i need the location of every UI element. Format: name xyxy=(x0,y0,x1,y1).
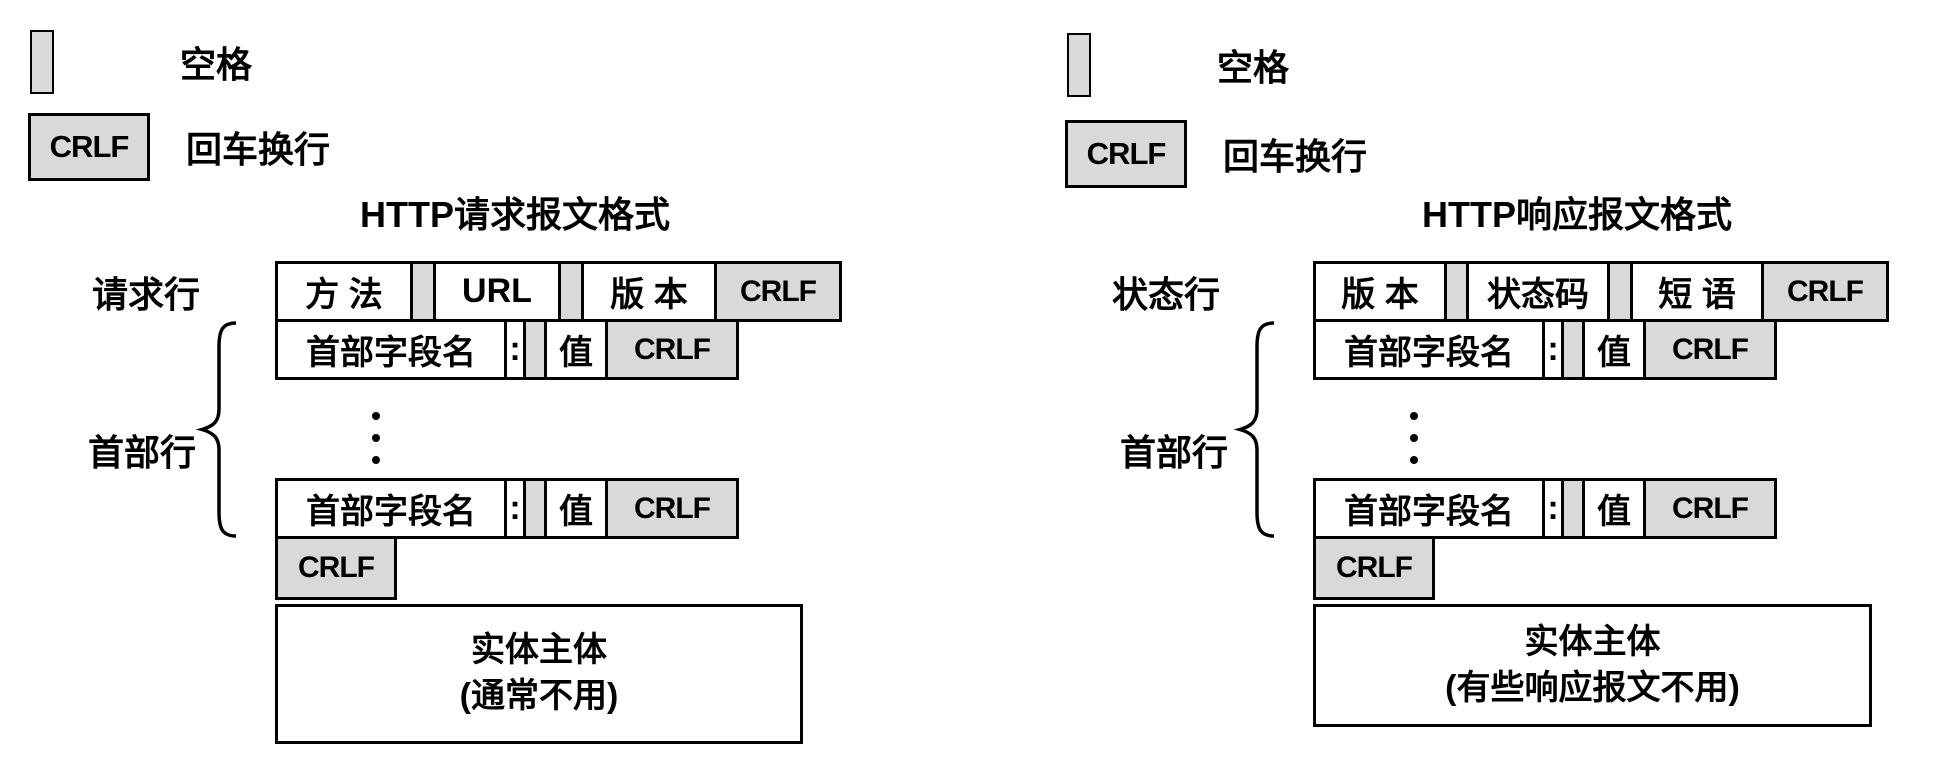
legend-crlf-swatch: CRLF xyxy=(1065,120,1187,188)
cell-header-field-name: 首部字段名 xyxy=(275,319,507,380)
entity-body-line1: 实体主体 xyxy=(471,631,607,670)
cell-url: URL xyxy=(433,261,561,322)
cell-crlf: CRLF xyxy=(1643,319,1777,380)
header-line-row: 首部字段名 : 值 CRLF xyxy=(275,478,739,539)
cell-version: 版 本 xyxy=(1313,261,1447,322)
entity-body-line1: 实体主体 xyxy=(1524,622,1661,661)
cell-header-field-name: 首部字段名 xyxy=(275,478,507,539)
ellipsis-dots xyxy=(1410,412,1418,464)
cell-value: 值 xyxy=(544,478,608,539)
cell-phrase: 短 语 xyxy=(1630,261,1764,322)
legend-space-label: 空格 xyxy=(180,44,253,85)
header-line-row: 首部字段名 : 值 CRLF xyxy=(1313,478,1777,539)
legend-crlf-swatch: CRLF xyxy=(28,113,150,181)
cell-crlf: CRLF xyxy=(1761,261,1889,322)
legend-space-swatch xyxy=(1067,33,1091,97)
cell-status-code: 状态码 xyxy=(1466,261,1610,322)
page-title: HTTP响应报文格式 xyxy=(1422,194,1732,235)
cell-value: 值 xyxy=(1582,478,1646,539)
header-line-row: 首部字段名 : 值 CRLF xyxy=(275,319,739,380)
cell-colon: : xyxy=(1542,478,1564,539)
cell-crlf: CRLF xyxy=(1643,478,1777,539)
cell-version: 版 本 xyxy=(581,261,717,322)
entity-body-box: 实体主体 (有些响应报文不用) xyxy=(1313,604,1872,727)
blank-line-crlf-box: CRLF xyxy=(275,536,397,600)
curly-brace-icon xyxy=(196,321,237,538)
curly-brace-icon xyxy=(1234,321,1275,538)
header-lines-label: 首部行 xyxy=(87,432,196,473)
cell-value: 值 xyxy=(544,319,608,380)
page-title: HTTP请求报文格式 xyxy=(360,194,670,235)
request-line-label: 请求行 xyxy=(91,273,200,315)
cell-value: 值 xyxy=(1582,319,1646,380)
legend-space-swatch xyxy=(30,30,54,94)
status-line-label: 状态行 xyxy=(1111,273,1220,315)
cell-crlf: CRLF xyxy=(714,261,842,322)
legend-crlf-label: 回车换行 xyxy=(186,129,331,170)
status-line-row: 版 本 状态码 短 语 CRLF xyxy=(1313,261,1889,322)
cell-header-field-name: 首部字段名 xyxy=(1313,478,1545,539)
legend-space-label: 空格 xyxy=(1217,47,1290,88)
entity-body-box: 实体主体 (通常不用) xyxy=(275,604,803,744)
legend-crlf-label: 回车换行 xyxy=(1223,136,1368,177)
entity-body-line2: (通常不用) xyxy=(459,677,619,715)
header-lines-label: 首部行 xyxy=(1119,432,1228,473)
cell-header-field-name: 首部字段名 xyxy=(1313,319,1545,380)
blank-line-crlf-box: CRLF xyxy=(1313,536,1435,600)
cell-space xyxy=(1561,478,1585,539)
ellipsis-dots xyxy=(372,412,380,464)
request-line-row: 方 法 URL 版 本 CRLF xyxy=(275,261,842,322)
cell-crlf: CRLF xyxy=(605,478,739,539)
header-line-row: 首部字段名 : 值 CRLF xyxy=(1313,319,1777,380)
entity-body-line2: (有些响应报文不用) xyxy=(1445,668,1740,707)
cell-crlf: CRLF xyxy=(605,319,739,380)
cell-method: 方 法 xyxy=(275,261,413,322)
cell-colon: : xyxy=(504,478,526,539)
